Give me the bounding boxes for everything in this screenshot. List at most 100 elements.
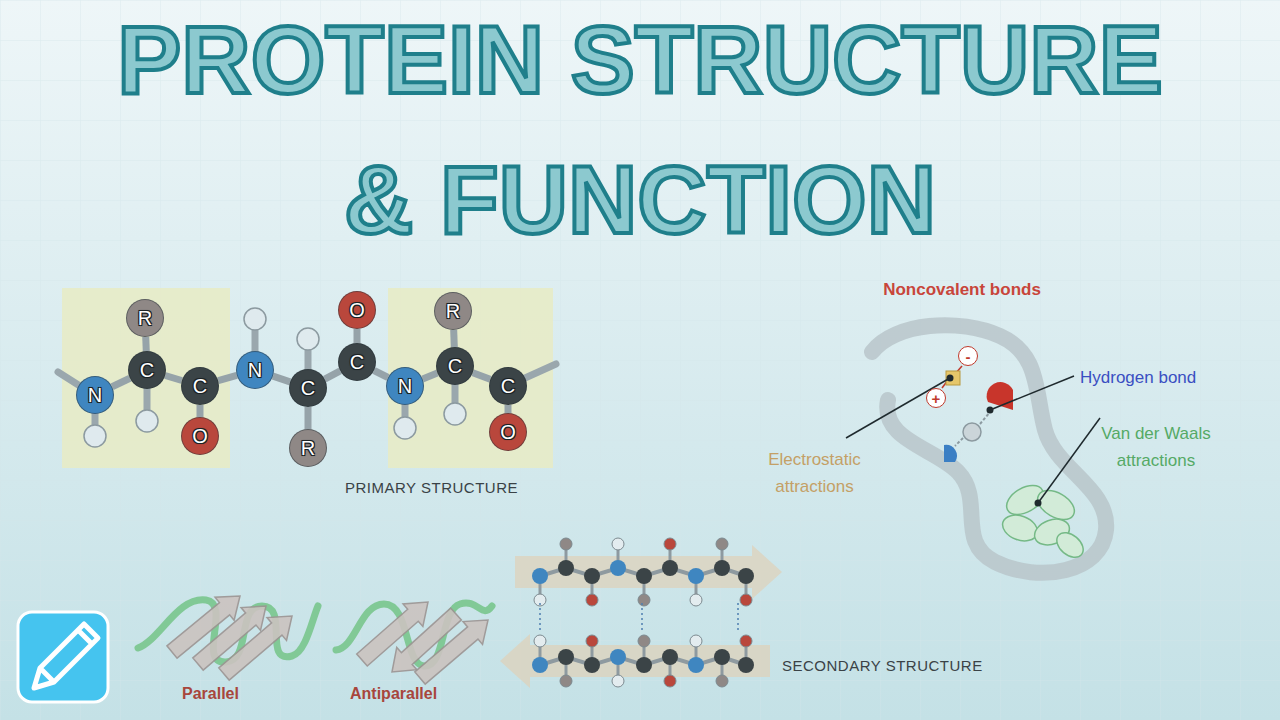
bond-stick bbox=[218, 375, 237, 380]
atom-symbol: - bbox=[966, 349, 971, 364]
side-atom bbox=[534, 635, 546, 647]
bond-stick bbox=[197, 405, 204, 417]
bond-stick bbox=[142, 337, 150, 351]
h-bond-dots bbox=[641, 603, 643, 632]
sheet-type-label: Parallel bbox=[182, 680, 239, 707]
backbone-atom bbox=[532, 568, 548, 584]
atom-symbol: N bbox=[398, 376, 412, 396]
backbone-atom bbox=[610, 649, 626, 665]
side-atom bbox=[612, 675, 624, 687]
carbon-atom: C bbox=[436, 347, 474, 385]
strand-atoms bbox=[532, 538, 754, 606]
h-bond-dots bbox=[737, 603, 739, 632]
donor-group bbox=[944, 445, 957, 462]
carbon-atom: C bbox=[289, 369, 327, 407]
oxygen-atom: O bbox=[338, 291, 376, 329]
backbone-atom bbox=[584, 657, 600, 673]
oxygen-atom: O bbox=[181, 417, 219, 455]
charge-circle: + bbox=[926, 388, 946, 408]
leader-line bbox=[846, 378, 950, 438]
oxygen-atom: O bbox=[489, 413, 527, 451]
backbone-atom bbox=[610, 560, 626, 576]
backbone-atom bbox=[532, 657, 548, 673]
backbone-atom bbox=[662, 560, 678, 576]
side-chain-atom: R bbox=[289, 429, 327, 467]
backbone-atom bbox=[714, 560, 730, 576]
bond-stick bbox=[450, 330, 458, 347]
carbon-atom: C bbox=[338, 343, 376, 381]
callout-label: Van der Waals attractions bbox=[1086, 420, 1226, 474]
backbone-atom bbox=[662, 649, 678, 665]
hydrogen-atom bbox=[394, 417, 416, 439]
atom-symbol: R bbox=[446, 301, 460, 321]
backbone-atom bbox=[558, 560, 574, 576]
side-atom bbox=[740, 635, 752, 647]
hydrogen-atom bbox=[84, 425, 106, 447]
strand-arrow-icon bbox=[219, 616, 292, 680]
strand-atoms bbox=[532, 635, 754, 687]
bond-stick bbox=[473, 373, 490, 380]
h-bond-dash bbox=[955, 438, 963, 446]
leader-line bbox=[990, 376, 1074, 410]
side-atom bbox=[586, 594, 598, 606]
leader-dot bbox=[1035, 500, 1042, 507]
hydrogen-atom bbox=[297, 328, 319, 350]
strand-arrow bbox=[515, 545, 782, 599]
atom-symbol: N bbox=[248, 360, 262, 380]
backbone-atom bbox=[738, 657, 754, 673]
sheet-type-label: Antiparallel bbox=[350, 680, 437, 707]
atom-symbol: C bbox=[140, 360, 154, 380]
side-chain-atom: R bbox=[434, 292, 472, 330]
atom-symbol: C bbox=[301, 378, 315, 398]
hydrogen-atom bbox=[244, 308, 266, 330]
bond-stick bbox=[165, 375, 182, 380]
chain-stub bbox=[58, 372, 80, 386]
hydrogen-bonds bbox=[58, 321, 556, 433]
bond-stick bbox=[112, 378, 130, 387]
bond-stick bbox=[423, 373, 438, 379]
hydrogen-atom bbox=[444, 403, 466, 425]
side-atom bbox=[560, 675, 572, 687]
hydrogen-atom bbox=[136, 410, 158, 432]
side-atom bbox=[560, 538, 572, 550]
beta-sheet bbox=[532, 538, 754, 687]
vdw-petal bbox=[999, 511, 1041, 546]
vdw-petal bbox=[1052, 528, 1088, 563]
side-atom bbox=[740, 594, 752, 606]
logo-pencil bbox=[34, 624, 98, 688]
atom-symbol: O bbox=[349, 300, 365, 320]
backbone-atom bbox=[584, 568, 600, 584]
side-atom bbox=[664, 675, 676, 687]
protein-chain bbox=[872, 325, 1106, 573]
side-atom bbox=[664, 538, 676, 550]
bond-stick bbox=[273, 376, 290, 382]
atom-symbol: C bbox=[501, 376, 515, 396]
backbone-atom bbox=[636, 568, 652, 584]
backbone-atom bbox=[688, 657, 704, 673]
atom-symbol: O bbox=[192, 426, 208, 446]
bond-stick bbox=[325, 371, 340, 379]
title-heading: PROTEIN STRUCTURE & FUNCTION bbox=[90, 0, 1190, 270]
nitrogen-atom: N bbox=[236, 351, 274, 389]
atom-symbol: N bbox=[88, 385, 102, 405]
atom-symbol: C bbox=[448, 356, 462, 376]
hydrogen-ball bbox=[963, 423, 981, 441]
side-atom bbox=[716, 675, 728, 687]
backbone-atom bbox=[636, 657, 652, 673]
atom-symbol: C bbox=[193, 376, 207, 396]
side-atom bbox=[586, 635, 598, 647]
atom-symbol: + bbox=[932, 391, 941, 406]
carbon-atom: C bbox=[489, 367, 527, 405]
callout-label: Hydrogen bond bbox=[1080, 364, 1196, 391]
backbone-atom bbox=[714, 649, 730, 665]
atom-symbol: O bbox=[500, 422, 516, 442]
structure-caption: PRIMARY STRUCTURE bbox=[345, 474, 518, 501]
backbone-atom bbox=[688, 568, 704, 584]
atom-symbol: C bbox=[350, 352, 364, 372]
residue-highlight bbox=[62, 288, 230, 468]
side-atom bbox=[690, 635, 702, 647]
side-chain-atom: R bbox=[126, 299, 164, 337]
side-atom bbox=[690, 594, 702, 606]
side-atom bbox=[638, 635, 650, 647]
